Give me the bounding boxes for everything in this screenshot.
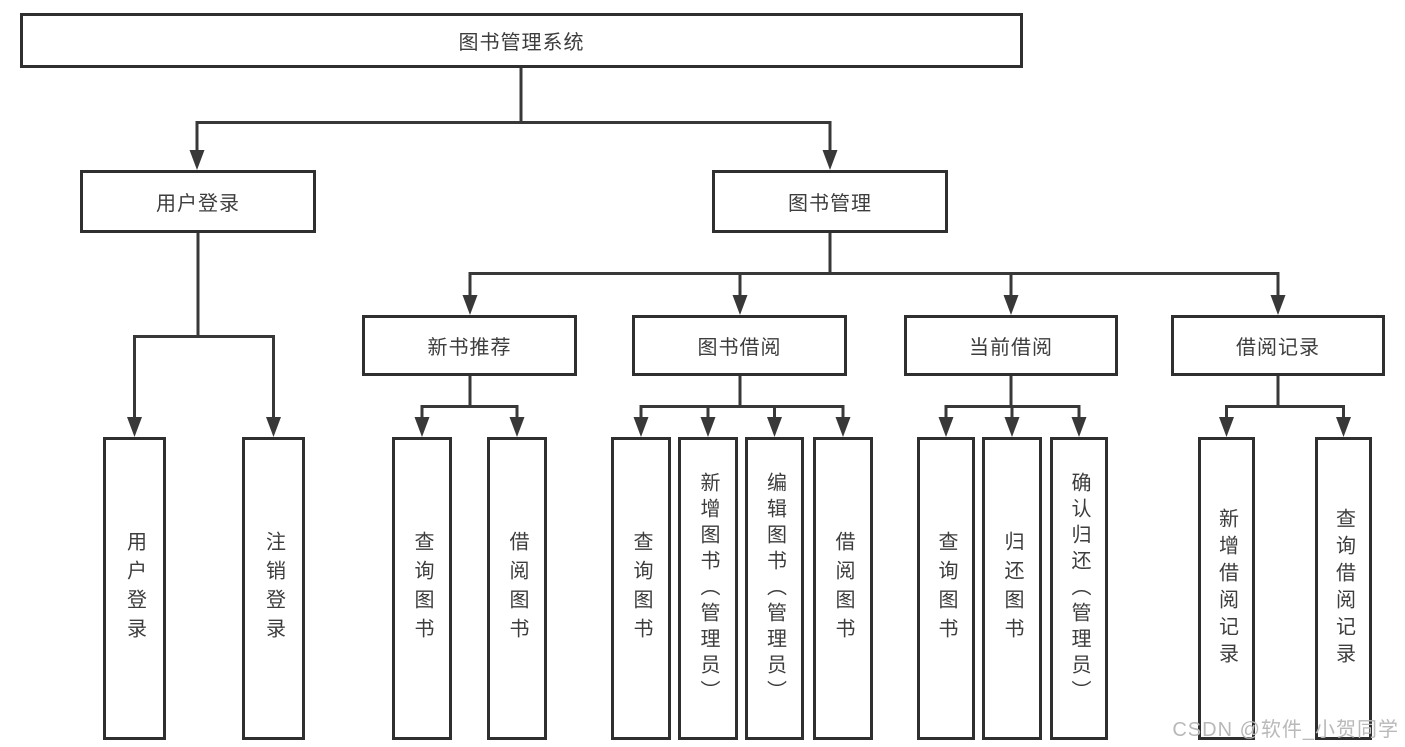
leaf-search-books-1: 查询图书 [392, 437, 452, 740]
leaf-logout: 注销登录 [242, 437, 305, 740]
node-book-management: 图书管理 [712, 170, 948, 233]
leaf-add-borrow-record-label: 新增借阅记录 [1215, 507, 1238, 670]
node-borrow-records: 借阅记录 [1171, 315, 1385, 376]
leaf-edit-books-admin-label: 编辑图书（管理员） [763, 471, 786, 706]
leaf-edit-books-admin: 编辑图书（管理员） [745, 437, 804, 740]
leaf-confirm-return-admin-label: 确认归还（管理员） [1068, 471, 1090, 706]
node-current-borrow: 当前借阅 [904, 315, 1118, 376]
leaf-user-login-label: 用户登录 [123, 530, 146, 647]
node-book-borrow: 图书借阅 [632, 315, 847, 376]
leaf-borrow-books-1-label: 借阅图书 [506, 530, 528, 647]
leaf-borrow-books-1: 借阅图书 [487, 437, 547, 740]
leaf-search-books-1-label: 查询图书 [411, 530, 433, 647]
leaf-search-books-3: 查询图书 [917, 437, 975, 740]
leaf-add-books-admin-label: 新增图书（管理员） [697, 471, 719, 706]
leaf-logout-label: 注销登录 [262, 530, 285, 647]
leaf-search-borrow-record-label: 查询借阅记录 [1332, 507, 1355, 670]
leaf-add-borrow-record: 新增借阅记录 [1198, 437, 1255, 740]
leaf-search-borrow-record: 查询借阅记录 [1315, 437, 1372, 740]
watermark: CSDN @软件_小贺同学 [1172, 719, 1399, 741]
leaf-add-books-admin: 新增图书（管理员） [678, 437, 738, 740]
leaf-borrow-books-2-label: 借阅图书 [832, 530, 854, 647]
node-new-book-recommend: 新书推荐 [362, 315, 577, 376]
leaf-search-books-2: 查询图书 [611, 437, 671, 740]
leaf-confirm-return-admin: 确认归还（管理员） [1050, 437, 1108, 740]
leaf-return-books-label: 归还图书 [1001, 530, 1023, 647]
leaf-search-books-3-label: 查询图书 [935, 530, 957, 647]
leaf-borrow-books-2: 借阅图书 [813, 437, 873, 740]
leaf-search-books-2-label: 查询图书 [630, 530, 652, 647]
node-root: 图书管理系统 [20, 13, 1023, 68]
leaf-user-login: 用户登录 [103, 437, 166, 740]
node-user-login: 用户登录 [80, 170, 316, 233]
leaf-return-books: 归还图书 [982, 437, 1042, 740]
